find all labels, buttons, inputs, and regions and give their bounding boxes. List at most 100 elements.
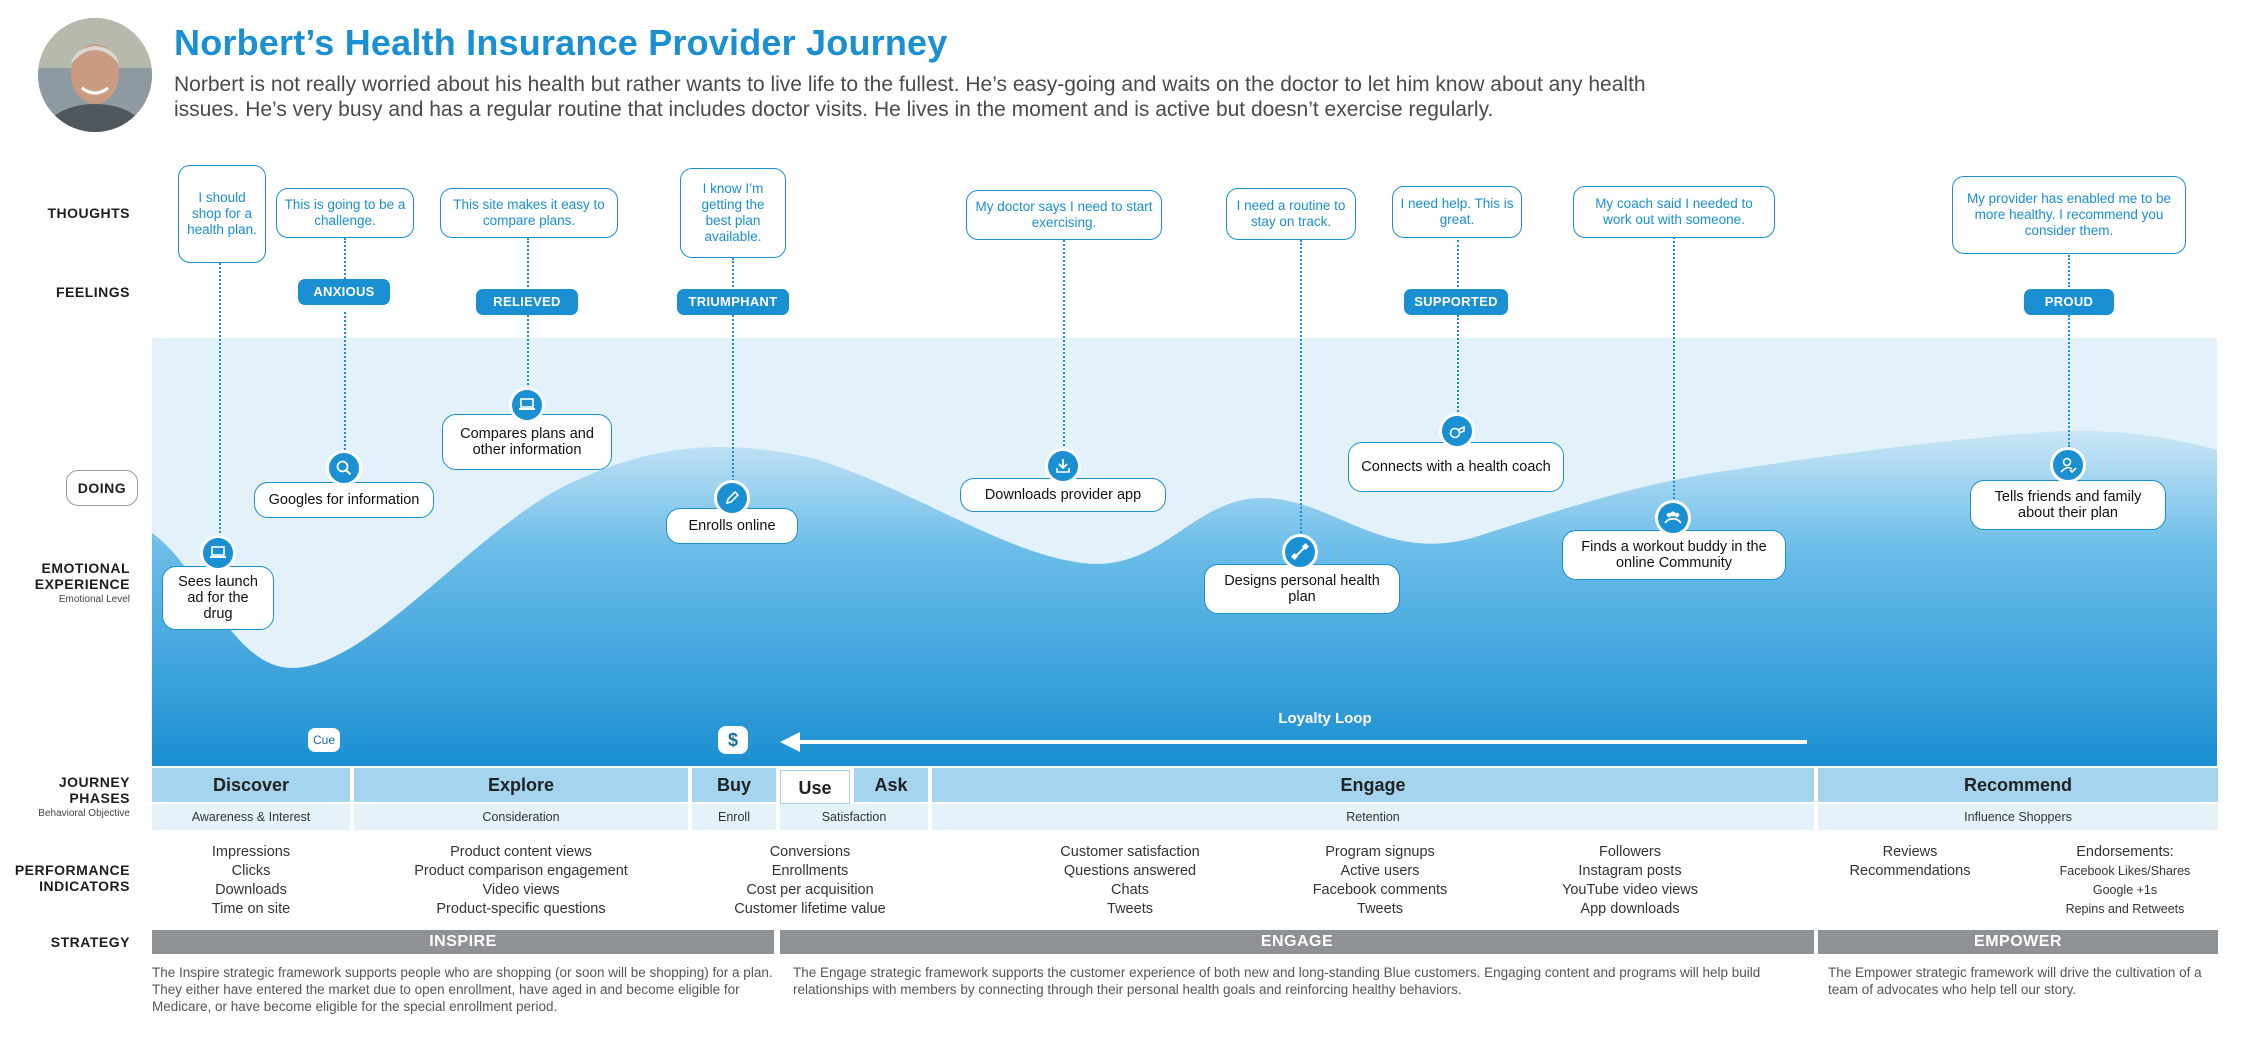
kpi-item: Facebook Likes/Shares — [2059, 864, 2191, 878]
feeling-badge-proud: PROUD — [2024, 289, 2114, 315]
doing-box: Tells friends and family about their pla… — [1970, 480, 2166, 530]
phase-use: Use — [780, 770, 850, 804]
objective-explore: Consideration — [354, 804, 688, 830]
strategy-inspire: INSPIRE — [152, 930, 774, 954]
feeling-badge-supported: SUPPORTED — [1404, 289, 1508, 315]
doing-box: Designs personal health plan — [1204, 564, 1400, 614]
row-label-journey-sub: Behavioral Objective — [38, 808, 130, 819]
row-label-journey: JOURNEY PHASES Behavioral Objective — [38, 774, 130, 822]
doing-box: Finds a workout buddy in the online Comm… — [1562, 530, 1786, 580]
phase-ask: Ask — [854, 768, 928, 802]
doing-box: Connects with a health coach — [1348, 442, 1564, 492]
connector-line — [2068, 315, 2070, 447]
kpi-item: Google +1s — [2092, 883, 2158, 897]
row-label-journey-line1: JOURNEY — [58, 774, 130, 790]
page-title: Norbert’s Health Insurance Provider Jour… — [174, 22, 948, 63]
doing-box: Compares plans and other information — [442, 414, 612, 470]
phase-engage: Engage — [932, 768, 1814, 802]
doing-box-text: Downloads provider app — [984, 487, 1142, 503]
row-label-strategy: STRATEGY — [50, 934, 130, 950]
thought-bubble: This is going to be a challenge. — [276, 188, 414, 238]
person-check-icon — [2050, 447, 2086, 483]
kpi-engage-3: Followers Instagram posts YouTube video … — [1520, 843, 1740, 919]
kpi-item: Facebook comments — [1312, 882, 1448, 898]
kpi-item: Questions answered — [1063, 863, 1197, 879]
thought-bubble: This site makes it easy to compare plans… — [440, 188, 618, 238]
kpi-item: Endorsements: — [2076, 844, 2174, 860]
feeling-badge-relieved: RELIEVED — [476, 289, 578, 315]
loyalty-loop-arrowhead — [780, 732, 800, 752]
strategy-empower-description: The Empower strategic framework will dri… — [1828, 965, 2202, 997]
kpi-item: Program signups — [1325, 844, 1435, 860]
connector-line — [2068, 255, 2070, 287]
kpi-item: Product content views — [450, 844, 592, 860]
row-label-emotional: EMOTIONAL EXPERIENCE Emotional Level — [35, 560, 130, 608]
row-label-emotional-sub: Emotional Level — [58, 594, 130, 605]
connector-line — [1673, 237, 1675, 511]
community-icon — [1655, 500, 1691, 536]
doing-box: Googles for information — [254, 482, 434, 518]
kpi-item: Recommendations — [1849, 863, 1971, 879]
persona-avatar — [38, 18, 152, 132]
kpi-explore: Product content views Product comparison… — [354, 843, 688, 919]
laptop-icon — [509, 387, 545, 423]
download-icon — [1045, 448, 1081, 484]
strategy-engage-description: The Engage strategic framework supports … — [793, 965, 1761, 997]
laptop-icon — [200, 535, 236, 571]
feeling-badge-anxious: ANXIOUS — [298, 279, 390, 305]
kpi-item: Video views — [482, 882, 560, 898]
connector-line — [732, 315, 734, 485]
kpi-item: Cost per acquisition — [746, 882, 874, 898]
row-label-emotional-line1: EMOTIONAL — [41, 560, 130, 576]
phase-buy: Buy — [692, 768, 776, 802]
kpi-item: Downloads — [215, 882, 287, 898]
thought-bubble: I need help. This is great. — [1392, 186, 1522, 238]
connector-line — [527, 238, 529, 287]
kpi-item: Clicks — [231, 863, 271, 879]
pencil-icon — [714, 480, 750, 516]
phase-recommend: Recommend — [1818, 768, 2218, 802]
emotional-experience-area — [152, 338, 2217, 766]
kpi-buy: Conversions Enrollments Cost per acquisi… — [692, 843, 928, 919]
dollar-tag: $ — [718, 726, 748, 754]
row-label-emotional-line2: EXPERIENCE — [34, 576, 130, 592]
kpi-item: Active users — [1340, 863, 1420, 879]
objective-recommend: Influence Shoppers — [1818, 804, 2218, 830]
kpi-engage-1: Customer satisfaction Questions answered… — [1020, 843, 1240, 919]
objective-engage: Retention — [932, 804, 1814, 830]
kpi-recommend-2: Endorsements: Facebook Likes/Shares Goog… — [2030, 843, 2220, 919]
objective-use-ask: Satisfaction — [780, 804, 928, 830]
connector-line — [219, 263, 221, 553]
row-label-performance-line1: PERFORMANCE — [14, 862, 130, 878]
thought-bubble: I should shop for a health plan. — [178, 165, 266, 263]
kpi-item: Tweets — [1357, 901, 1403, 917]
kpi-item: Product-specific questions — [436, 901, 606, 917]
kpi-item: Tweets — [1107, 901, 1153, 917]
kpi-recommend-1: Reviews Recommendations — [1830, 843, 1990, 881]
connector-line — [1457, 240, 1459, 287]
kpi-item: Impressions — [211, 844, 291, 860]
kpi-item: Chats — [1111, 882, 1149, 898]
dumbbell-icon — [1282, 534, 1318, 570]
row-label-feelings: FEELINGS — [55, 284, 130, 300]
connector-line — [1457, 315, 1459, 415]
thought-bubble: I know I’m getting the best plan availab… — [680, 168, 786, 258]
row-label-performance-line2: INDICATORS — [39, 878, 130, 894]
kpi-item: Conversions — [769, 844, 851, 860]
kpi-item: Followers — [1598, 844, 1662, 860]
connector-line — [344, 312, 346, 450]
row-label-performance: PERFORMANCE INDICATORS — [15, 862, 130, 894]
row-label-journey-line2: PHASES — [69, 790, 130, 806]
objective-buy: Enroll — [692, 804, 776, 830]
loyalty-loop-label: Loyalty Loop — [1278, 710, 1372, 727]
thought-bubble: I need a routine to stay on track. — [1226, 188, 1356, 240]
kpi-item: Customer lifetime value — [734, 901, 886, 917]
kpi-engage-2: Program signups Active users Facebook co… — [1270, 843, 1490, 919]
kpi-item: App downloads — [1580, 901, 1680, 917]
phase-explore: Explore — [354, 768, 688, 802]
whistle-icon — [1439, 413, 1475, 449]
thought-bubble: My provider has enabled me to be more he… — [1952, 176, 2186, 254]
connector-line — [732, 258, 734, 287]
connector-line — [344, 238, 346, 286]
connector-line — [527, 315, 529, 389]
